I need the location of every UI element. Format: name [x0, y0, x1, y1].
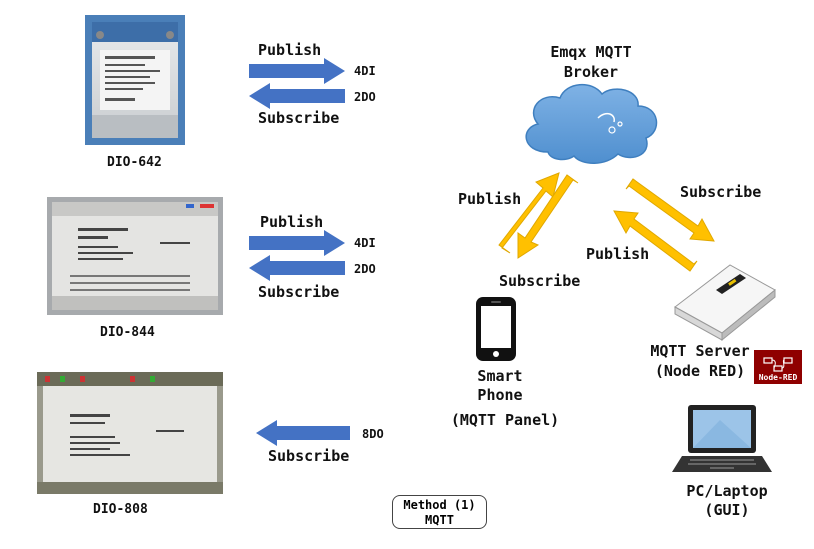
- method-line2: MQTT: [425, 513, 454, 527]
- dio-808-device-image: [37, 372, 223, 494]
- dio-642-subscribe-label: Subscribe: [258, 109, 340, 127]
- broker-title-line1: Emqx MQTT: [550, 43, 632, 61]
- node-red-logo: [754, 350, 802, 384]
- dio-844-subscribe-arrow: [249, 255, 345, 281]
- dio-844-subscribe-label: Subscribe: [258, 283, 340, 301]
- dio-642-label: DIO-642: [107, 155, 162, 170]
- phone-label-line3: (MQTT Panel): [450, 411, 560, 429]
- dio-642-input-tag: 4DI: [354, 64, 376, 78]
- node-red-badge-text: Node-RED: [758, 373, 798, 382]
- dio-808-subscribe-arrow: [256, 420, 350, 446]
- dio-642-publish-arrow: [249, 58, 345, 84]
- dio-844-label: DIO-844: [100, 325, 155, 340]
- phone-subscribe-label: Subscribe: [499, 272, 581, 290]
- dio-642-publish-label: Publish: [258, 41, 322, 59]
- phone-subscribe-arrow: [517, 174, 579, 259]
- server-icon: [674, 264, 776, 342]
- dio-844-output-tag: 2DO: [354, 262, 376, 276]
- server-label-line1: MQTT Server: [650, 342, 750, 360]
- cloud-icon: [525, 84, 658, 164]
- broker-title-line2: Broker: [563, 63, 619, 81]
- dio-642-device-image: [85, 15, 185, 145]
- server-label-line2: (Node RED): [654, 362, 746, 380]
- server-publish-label: Publish: [586, 245, 650, 263]
- pc-label-line1: PC/Laptop: [686, 482, 768, 500]
- dio-844-device-image: [47, 197, 223, 315]
- laptop-icon: [672, 405, 772, 472]
- dio-642-output-tag: 2DO: [354, 90, 376, 104]
- smartphone-icon: [476, 297, 516, 361]
- dio-808-label: DIO-808: [93, 502, 148, 517]
- dio-844-publish-arrow: [249, 230, 345, 256]
- method-label-box: Method (1) MQTT: [392, 495, 487, 529]
- dio-808-output-tag: 8DO: [362, 427, 384, 441]
- dio-844-input-tag: 4DI: [354, 236, 376, 250]
- server-subscribe-arrow: [625, 178, 715, 242]
- server-publish-arrow: [613, 210, 698, 272]
- server-subscribe-label: Subscribe: [680, 183, 762, 201]
- dio-808-subscribe-label: Subscribe: [268, 447, 350, 465]
- dio-844-publish-label: Publish: [260, 213, 324, 231]
- phone-label-line1: Smart: [477, 367, 523, 385]
- method-line1: Method (1): [403, 498, 476, 512]
- phone-publish-arrow: [498, 172, 560, 254]
- phone-publish-label: Publish: [458, 190, 522, 208]
- phone-label-line2: Phone: [477, 386, 523, 404]
- dio-642-subscribe-arrow: [249, 83, 345, 109]
- pc-label-line2: (GUI): [704, 501, 750, 519]
